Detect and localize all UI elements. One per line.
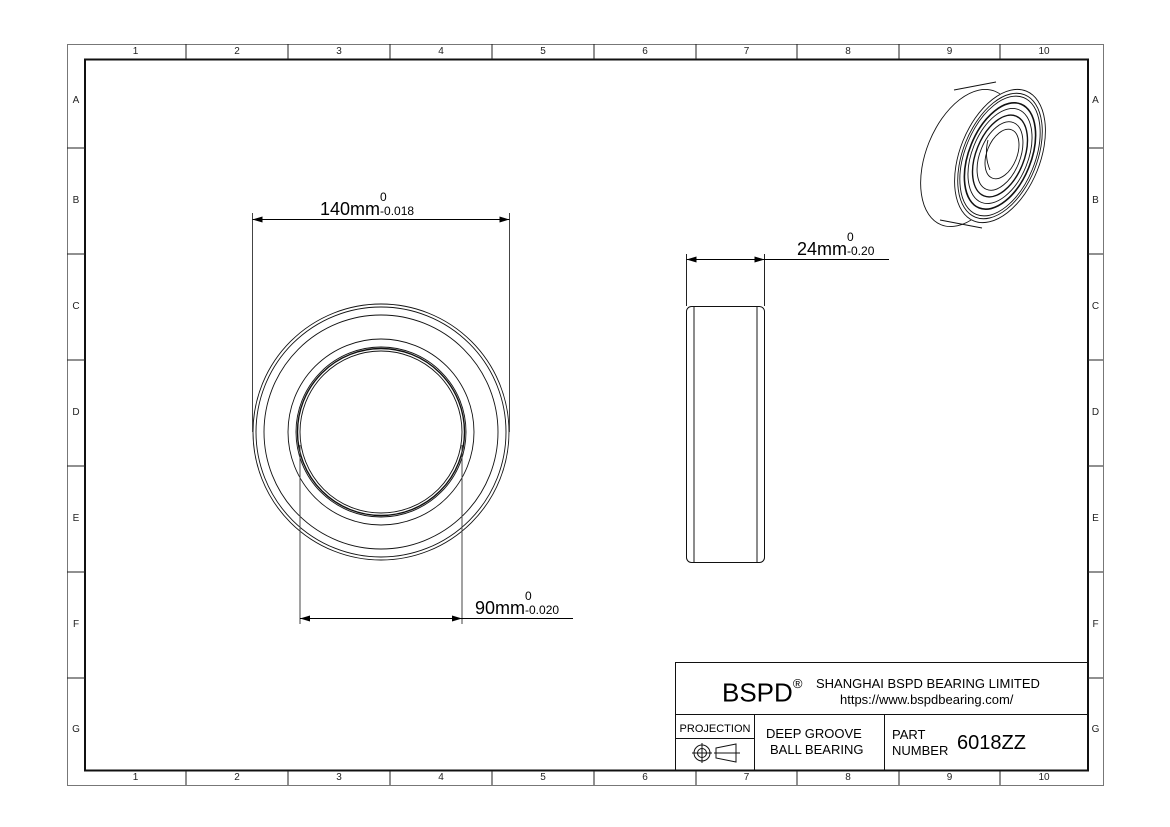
column-label: 7 xyxy=(743,772,750,783)
part-description-line2: BALL BEARING xyxy=(770,742,864,757)
dimension-value: 140mm xyxy=(320,199,381,219)
company-name: SHANGHAI BSPD BEARING LIMITED xyxy=(816,676,1040,691)
upper-tolerance: 0 xyxy=(380,190,387,204)
column-label: 5 xyxy=(540,46,546,57)
column-label: 6 xyxy=(642,772,648,783)
part-number-label-line1: PART xyxy=(892,727,926,742)
brand-logo: BSPD® xyxy=(722,673,802,708)
lower-tolerance: -0.020 xyxy=(525,603,560,617)
row-label: E xyxy=(72,513,80,524)
row-label: A xyxy=(1092,95,1099,106)
row-label: A xyxy=(72,95,80,106)
column-label: 5 xyxy=(540,772,546,783)
row-label: C xyxy=(72,301,80,312)
column-label: 8 xyxy=(845,46,851,57)
first-angle-projection-icon xyxy=(692,743,740,763)
isometric-bearing-icon xyxy=(920,81,1046,229)
row-label: G xyxy=(72,724,80,735)
row-label: D xyxy=(72,407,80,418)
column-label: 4 xyxy=(438,46,444,57)
row-label: F xyxy=(1092,619,1099,630)
column-label: 4 xyxy=(438,772,444,783)
column-label: 10 xyxy=(1038,772,1050,783)
column-label: 9 xyxy=(946,772,953,783)
row-label: D xyxy=(1091,407,1100,418)
row-label: E xyxy=(1092,513,1099,524)
row-label: G xyxy=(1091,724,1100,735)
brand-name: BSPD xyxy=(722,677,793,708)
column-label: 10 xyxy=(1038,46,1050,57)
column-label: 8 xyxy=(845,772,851,783)
dimension-value: 90mm xyxy=(475,598,526,618)
upper-tolerance: 0 xyxy=(525,589,532,603)
row-label: B xyxy=(72,195,80,206)
part-number-value: 6018ZZ xyxy=(957,732,1026,754)
registered-mark: ® xyxy=(792,676,803,691)
dimension-value: 24mm xyxy=(797,239,848,259)
column-label: 2 xyxy=(234,46,240,57)
lower-tolerance: -0.018 xyxy=(380,204,415,218)
projection-label: PROJECTION xyxy=(679,723,751,735)
column-label: 6 xyxy=(642,46,648,57)
column-label: 3 xyxy=(336,772,342,783)
lower-tolerance: -0.20 xyxy=(847,244,875,258)
column-label: 1 xyxy=(132,772,139,783)
column-label: 2 xyxy=(234,772,240,783)
column-label: 9 xyxy=(946,46,953,57)
row-label: F xyxy=(72,619,80,630)
company-website[interactable]: https://www.bspdbearing.com/ xyxy=(840,692,1014,707)
part-description-line1: DEEP GROOVE xyxy=(766,726,862,741)
column-label: 1 xyxy=(132,46,139,57)
row-label: B xyxy=(1092,195,1099,206)
column-label: 3 xyxy=(336,46,342,57)
row-label: C xyxy=(1091,301,1100,312)
column-label: 7 xyxy=(743,46,750,57)
upper-tolerance: 0 xyxy=(847,230,854,244)
part-number-label-line2: NUMBER xyxy=(892,743,949,758)
